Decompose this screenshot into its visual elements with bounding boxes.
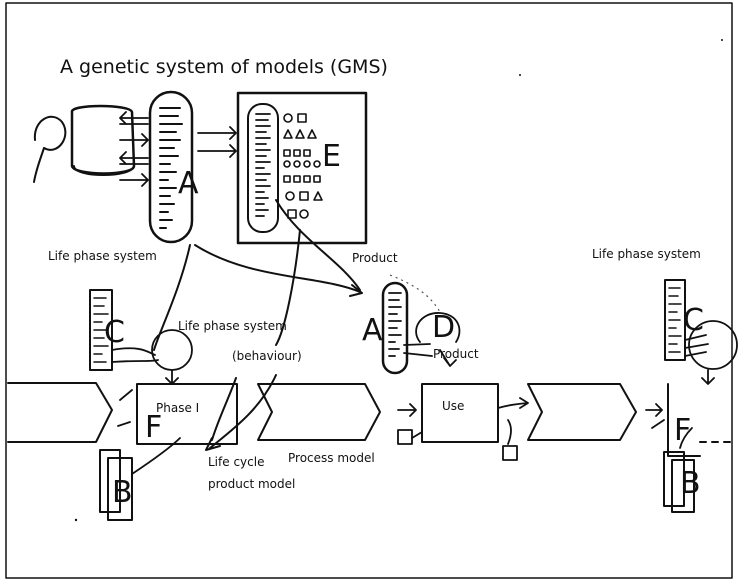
letter-b-right: B xyxy=(680,466,701,501)
diagram-title: A genetic system of models (GMS) xyxy=(60,56,388,78)
ruler-c-right xyxy=(665,280,685,360)
loop-arrow-right xyxy=(702,370,714,384)
letter-a-left: A xyxy=(178,166,199,201)
person-sketch xyxy=(34,117,65,182)
label-use: Use xyxy=(442,399,464,413)
a-to-e-arrows xyxy=(198,127,236,157)
label-behaviour: (behaviour) xyxy=(232,349,302,363)
letter-f-left: F xyxy=(145,410,162,445)
label-product-small: Product xyxy=(433,347,479,361)
process-chain xyxy=(8,383,734,460)
use-box xyxy=(422,384,498,442)
label-life-phase-system-right: Life phase system xyxy=(592,247,701,261)
ruler-c-left-lines xyxy=(112,348,158,362)
letter-e: E xyxy=(322,139,341,174)
model-a-capsule-right xyxy=(383,283,407,373)
speck xyxy=(75,519,77,521)
label-product-top: Product xyxy=(352,251,398,265)
letter-c-right: C xyxy=(683,303,704,338)
loop-circle-right xyxy=(689,321,737,369)
label-life-phase-system-center: Life phase system xyxy=(178,319,287,333)
label-life-cycle-line1: Life cycle xyxy=(208,455,264,469)
loop-arrow-left xyxy=(166,370,178,384)
label-phase-1: Phase I xyxy=(156,401,199,415)
label-life-phase-system-left: Life phase system xyxy=(48,249,157,263)
loop-circle-left xyxy=(152,330,192,370)
letter-a-right: A xyxy=(362,313,383,348)
label-life-cycle-line2: product model xyxy=(208,477,295,491)
speck xyxy=(519,74,521,76)
letter-d: D xyxy=(432,310,455,345)
model-e-board xyxy=(238,93,366,243)
letter-c-left: C xyxy=(104,315,125,350)
label-process-model: Process model xyxy=(288,451,375,465)
speck xyxy=(721,39,723,41)
letter-b-left: B xyxy=(112,475,133,510)
